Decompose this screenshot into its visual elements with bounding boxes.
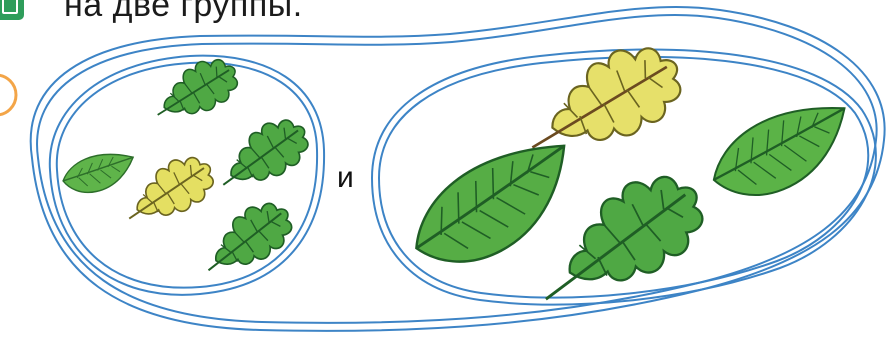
small-oak-leaf-top: [145, 49, 246, 134]
large-smooth-leaf-right: [701, 91, 865, 212]
small-oak-leaf-bottom: [193, 191, 302, 289]
small-oak-leaf-right: [208, 108, 317, 205]
connector-word: и: [337, 161, 354, 195]
circle-marker: [0, 75, 16, 115]
small-smooth-leaf: [59, 148, 138, 197]
large-smooth-leaf-left: [396, 126, 593, 285]
